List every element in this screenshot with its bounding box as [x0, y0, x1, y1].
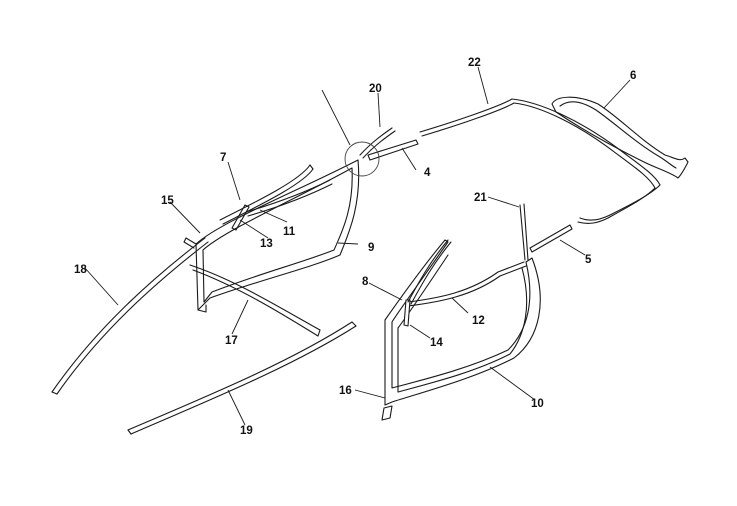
callout-22: 22: [468, 57, 481, 69]
part-6-rear-window-seal: [551, 96, 689, 179]
callout-10: 10: [531, 398, 544, 410]
callout-8: 8: [362, 276, 369, 288]
part-5-b-pillar-strip: [529, 224, 573, 253]
detail-ring: [321, 89, 380, 177]
callout-14: 14: [430, 337, 443, 349]
callout-11: 11: [283, 226, 296, 238]
callout-13: 13: [260, 238, 273, 250]
part-21-b-pillar-vertical: [519, 203, 529, 261]
callout-12: 12: [472, 315, 485, 327]
callout-15: 15: [161, 195, 174, 207]
part-9-left-door-frame-seal: [183, 159, 360, 313]
part-4-windscreen-side-strip: [367, 139, 419, 161]
part-14-small-strip: [403, 299, 411, 327]
callout-4: 4: [424, 167, 431, 179]
callout-5: 5: [585, 254, 592, 266]
callout-16: 16: [339, 385, 352, 397]
callout-20: 20: [369, 83, 382, 95]
leader-lines: [84, 66, 631, 426]
callout-9: 9: [368, 242, 374, 254]
part-19-sill-strip: [127, 321, 357, 435]
callout-labels: 20 22 6 4 7 15 18 13 11 9 17 19 21 5 8 1…: [74, 57, 636, 437]
part-8-window-upright-strip: [407, 239, 452, 305]
callout-21: 21: [474, 192, 487, 204]
callout-18: 18: [74, 264, 87, 276]
part-22-roof-seal: [419, 98, 661, 224]
part-17-crossing-seal: [189, 264, 321, 337]
part-18-roof-rail-strip: [51, 237, 209, 395]
part-12-door-belt-strip: [407, 261, 527, 307]
callout-6: 6: [630, 70, 636, 82]
part-10-right-door-frame-seal: [381, 239, 541, 421]
part-13-windscreen-corner-strip: [231, 179, 333, 231]
callout-7: 7: [220, 152, 226, 164]
part-11-windscreen-upper-strip: [219, 164, 314, 225]
callout-17: 17: [225, 335, 238, 347]
callout-19: 19: [240, 425, 253, 437]
part-20-a-pillar-trim: [359, 127, 396, 159]
